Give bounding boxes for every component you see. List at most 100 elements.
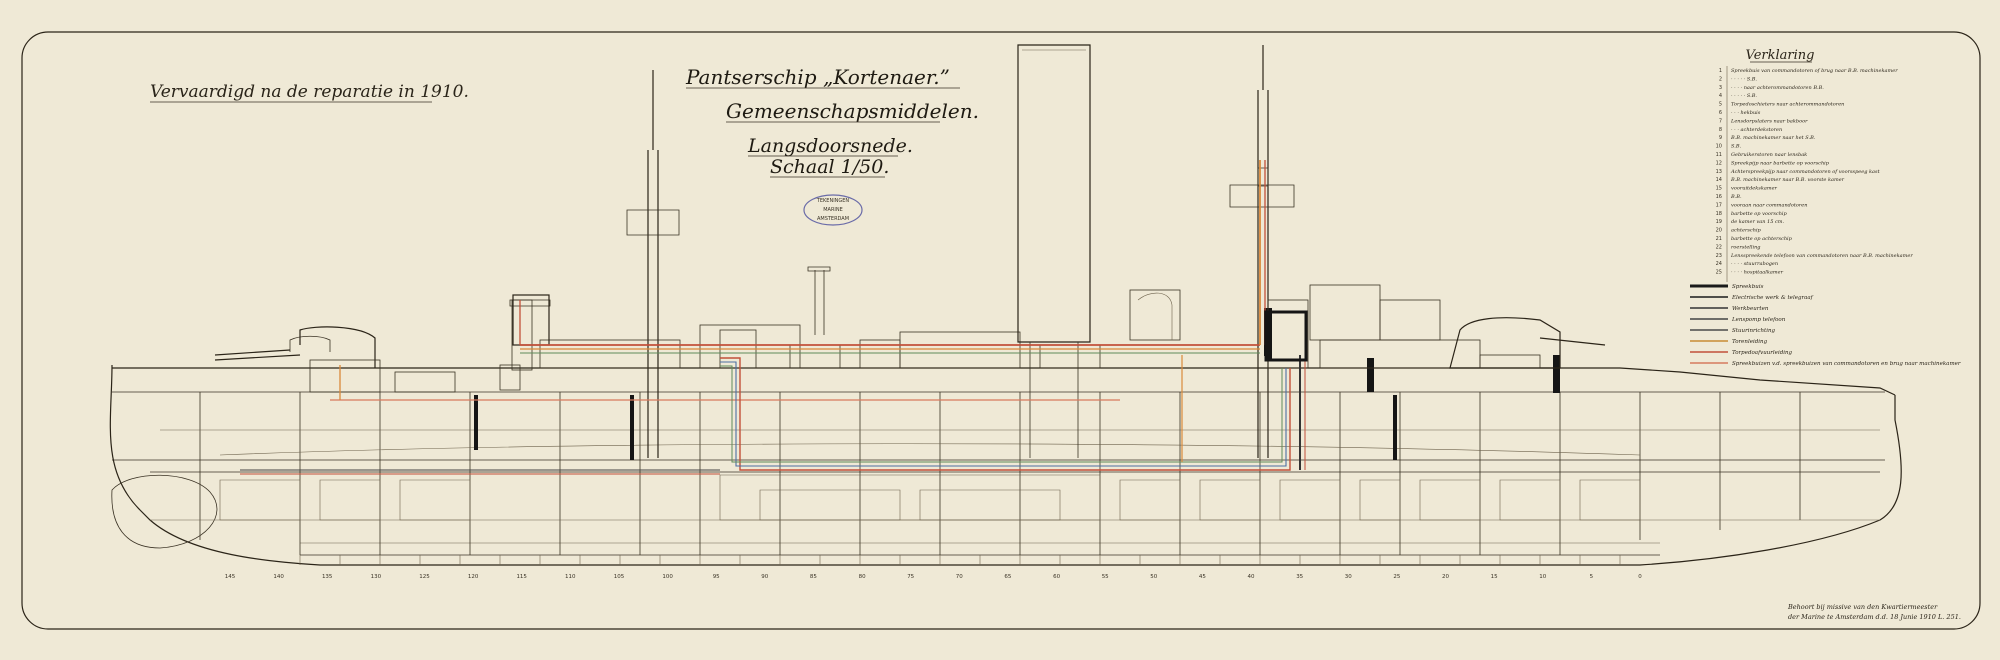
legend-title: Verklaring (1746, 48, 1815, 63)
legend-item-number: 14 (1716, 177, 1722, 183)
legend-item-number: 23 (1716, 253, 1722, 259)
drawing-subtitle: Langsdoorsnede. (747, 135, 913, 157)
frame-number: 55 (1102, 574, 1109, 580)
legend-item-number: 18 (1716, 211, 1722, 217)
legend-item-number: 16 (1716, 194, 1722, 200)
frame-number: 50 (1150, 574, 1157, 580)
frame-number: 120 (468, 574, 479, 580)
legend-item-text: vooruitdekskamer (1731, 186, 1778, 192)
legend-item-text: · · · · · S.B. (1731, 93, 1757, 99)
legend-item-number: 11 (1716, 152, 1722, 158)
legend-item-number: 4 (1719, 93, 1722, 99)
legend: Verklaring 1 Spreekbuis van commandotoren… (1690, 48, 1961, 367)
stamp-line-2: MARINE (823, 207, 843, 213)
legend-item-text: de kamer van 15 cm. (1731, 219, 1785, 225)
legend-item-number: 13 (1716, 169, 1722, 175)
frame-number: 135 (322, 574, 333, 580)
frame-number: 90 (761, 574, 768, 580)
frame-number: 140 (273, 574, 284, 580)
legend-item-text: Spreekbuis van commandotoren of brug naa… (1731, 68, 1898, 74)
frame-number: 45 (1199, 574, 1206, 580)
legend-item-number: 22 (1716, 244, 1722, 250)
legend-item-number: 15 (1716, 186, 1722, 192)
frame-number: 125 (419, 574, 430, 580)
aft-conning-tower (1264, 310, 1308, 362)
legend-item-text: Torpedoschieters naar achterommandotoren (1731, 102, 1844, 108)
signature-line-1: Behoort bij missive van den Kwartiermees… (1787, 603, 1938, 611)
frame-number: 20 (1442, 574, 1449, 580)
drawing-title-2: Gemeenschapsmiddelen. (726, 99, 979, 123)
legend-item-number: 25 (1716, 270, 1722, 276)
repair-note: Vervaardigd na de reparatie in 1910. (150, 82, 469, 102)
legend-line-label: Werkbeurten (1732, 306, 1769, 312)
pipe-runs (240, 160, 1306, 475)
legend-item-text: Spreekpijp naar barbette op voorschip (1731, 160, 1830, 166)
frame-number: 30 (1345, 574, 1352, 580)
legend-item-text: B.B. (1730, 194, 1742, 200)
frame-number: 95 (713, 574, 720, 580)
legend-item-number: 21 (1716, 236, 1722, 242)
archive-stamp: TEKENINGEN MARINE AMSTERDAM (803, 194, 863, 226)
legend-item-text: · · · · naar achterommandotoren B.B. (1731, 85, 1824, 91)
legend-item-text: roerstelling (1731, 244, 1761, 250)
legend-item-text: · · · · hospitaalkamer (1731, 270, 1784, 276)
legend-item-number: 19 (1716, 219, 1722, 225)
superstructure (214, 44, 1606, 458)
legend-item-number: 7 (1719, 118, 1722, 124)
legend-item-text: · · · · stuurrabogen (1731, 261, 1778, 267)
legend-line-label: Spreekbuis (1732, 284, 1764, 290)
frame-number: 145 (225, 574, 236, 580)
legend-item-number: 5 (1719, 102, 1722, 108)
legend-item-text: Lensspreekende telefoon van commandotore… (1730, 253, 1913, 259)
frame-number: 65 (1004, 574, 1011, 580)
frame-number: 10 (1539, 574, 1546, 580)
legend-item-number: 12 (1716, 160, 1722, 166)
legend-item-text: barbette op achterschip (1731, 236, 1793, 242)
frame-number: 15 (1491, 574, 1498, 580)
legend-line-label: Spreekbuizen v.d. spreekbuizen van comma… (1732, 361, 1961, 367)
drawing-scale: Schaal 1/50. (770, 156, 889, 178)
frame-number: 130 (371, 574, 382, 580)
drawing-title: Pantserschip „Kortenaer.” (685, 65, 950, 89)
legend-item-text: achterschip (1731, 228, 1762, 234)
legend-item-number: 3 (1719, 85, 1722, 91)
frame-number: 85 (810, 574, 817, 580)
frame-number: 105 (614, 574, 625, 580)
frame-number: 5 (1590, 574, 1594, 580)
legend-numbered-list: 1 Spreekbuis van commandotoren of brug na… (1716, 68, 1914, 276)
legend-item-number: 17 (1716, 202, 1722, 208)
legend-item-text: B.B. machinekamer naar het S.B. (1730, 135, 1816, 141)
legend-item-text: · · · hekbuis (1731, 110, 1761, 116)
legend-item-text: vooraan naar commandotoren (1731, 202, 1807, 208)
legend-item-number: 6 (1719, 110, 1722, 116)
legend-item-number: 2 (1719, 76, 1722, 82)
legend-item-number: 1 (1719, 68, 1722, 74)
legend-item-text: Achterspreekpijp naar commandotoren of v… (1730, 169, 1881, 175)
legend-line-label: Electrische werk & telegraaf (1731, 295, 1814, 301)
frame-number: 35 (1296, 574, 1303, 580)
stamp-line-1: TEKENINGEN (816, 198, 850, 204)
legend-line-label: Stuurinrichting (1732, 328, 1776, 334)
legend-item-number: 20 (1716, 228, 1722, 234)
frame-number: 40 (1248, 574, 1255, 580)
legend-item-number: 8 (1719, 127, 1722, 133)
legend-item-number: 24 (1716, 261, 1722, 267)
legend-line-label: Torenleiding (1732, 339, 1768, 345)
legend-line-label: Torpedoafvuurleiding (1732, 350, 1793, 356)
frame-number: 25 (1393, 574, 1400, 580)
frame-number: 80 (859, 574, 866, 580)
legend-item-text: Gebruikerstoren naar lensbak (1731, 152, 1807, 158)
stamp-line-3: AMSTERDAM (817, 216, 849, 222)
frame-number: 0 (1638, 574, 1642, 580)
legend-item-number: 10 (1716, 144, 1722, 150)
legend-item-text: S.B. (1731, 144, 1742, 150)
legend-item-text: · · · achterdekstoren (1731, 127, 1782, 133)
legend-item-number: 9 (1719, 135, 1722, 141)
frame-number: 100 (662, 574, 673, 580)
drawing-border (21, 31, 1981, 630)
